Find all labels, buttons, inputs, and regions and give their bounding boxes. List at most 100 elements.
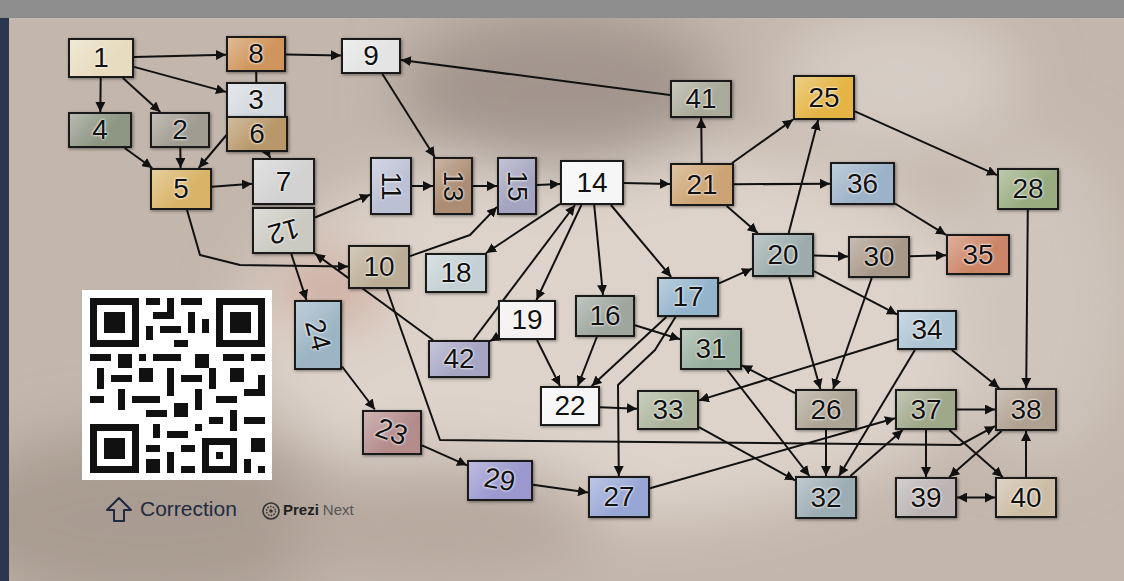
slide-number: 33 [652, 396, 683, 424]
slide-number: 32 [810, 484, 841, 512]
connector-arrow [125, 148, 153, 168]
slide-number: 1 [93, 44, 109, 72]
connector-arrow [833, 278, 872, 389]
slide-thumbnail: 23 [362, 410, 422, 455]
slide-number: 11 [377, 171, 405, 200]
connector-arrow [291, 254, 306, 300]
slide-number: 38 [1010, 396, 1041, 424]
slide-thumbnail: 21 [670, 163, 734, 206]
slide-number: 35 [962, 241, 993, 269]
slide-thumbnail: 17 [657, 277, 719, 317]
connector-arrow [734, 183, 830, 186]
qr-code [82, 290, 272, 480]
slide-thumbnail: 25 [793, 75, 855, 120]
connector-arrow [925, 430, 927, 477]
slide-thumbnail: 10 [348, 245, 410, 289]
connector-arrow [850, 430, 902, 476]
slide-number: 42 [443, 345, 474, 373]
slide-number: 10 [363, 253, 394, 281]
slide-thumbnail: 41 [670, 80, 732, 118]
slide-thumbnail: 13 [433, 157, 473, 215]
connector-arrow [700, 118, 703, 163]
connector-arrow [719, 269, 752, 284]
slide-number: 27 [603, 483, 634, 511]
connector-arrow [473, 205, 575, 340]
slide-number: 19 [511, 306, 542, 334]
slide-thumbnail: 39 [895, 477, 957, 518]
connector-arrow [957, 497, 995, 499]
slide-thumbnail: 35 [946, 234, 1010, 275]
slide-thumbnail: 8 [226, 36, 286, 72]
slide-number: 37 [910, 396, 941, 424]
connector-arrow [315, 195, 370, 218]
slide-number: 30 [863, 243, 894, 271]
connector-arrow [949, 430, 1002, 477]
prezi-logo-icon [262, 502, 280, 520]
slide-number: 16 [589, 302, 620, 330]
slide-number: 21 [686, 171, 717, 199]
slide-number: 23 [373, 414, 412, 451]
slide-number: 12 [265, 213, 302, 248]
slide-number: 24 [300, 316, 335, 353]
connector-arrow [490, 337, 498, 342]
slide-number: 40 [1010, 484, 1041, 512]
connector-arrow [537, 205, 582, 300]
slide-thumbnail: 27 [588, 476, 650, 518]
slide-thumbnail: 36 [830, 162, 895, 205]
slide-thumbnail: 18 [425, 253, 487, 293]
slide-number: 26 [810, 396, 841, 424]
slide-thumbnail: 30 [848, 236, 910, 278]
connector-arrow [134, 55, 226, 57]
slide-number: 39 [910, 484, 941, 512]
slide-number: 6 [249, 120, 265, 148]
slide-number: 14 [576, 169, 607, 197]
slide-thumbnail: 33 [637, 390, 699, 430]
slide-thumbnail: 34 [897, 310, 957, 350]
connector-arrow [412, 185, 433, 187]
connector-arrow [952, 350, 999, 388]
slide-thumbnail: 4 [68, 112, 132, 148]
slide-number: 4 [92, 116, 108, 144]
slide-number: 15 [503, 170, 531, 201]
connector-arrow [123, 78, 160, 112]
connector-arrow [624, 182, 670, 185]
slide-thumbnail: 12 [252, 207, 315, 254]
caption-label: Correction [140, 497, 237, 520]
connector-arrow [1025, 431, 1027, 477]
up-arrow-icon [104, 496, 134, 524]
slide-thumbnail: 24 [294, 300, 342, 370]
slide-thumbnail: 7 [252, 158, 315, 205]
connector-arrow [537, 340, 560, 386]
slide-number: 29 [482, 464, 518, 497]
slide-thumbnail: 26 [795, 389, 857, 430]
slide-thumbnail: 3 [226, 82, 286, 118]
slide-thumbnail: 28 [997, 168, 1059, 210]
connector-arrow [732, 120, 793, 163]
slide-thumbnail: 11 [370, 157, 412, 215]
slide-thumbnail: 19 [498, 300, 556, 340]
connector-arrow [342, 367, 375, 410]
slide-number: 13 [439, 170, 467, 201]
logo-text: Prezi [283, 502, 319, 519]
connector-arrow [401, 60, 670, 95]
slide-number: 3 [248, 86, 264, 114]
slide-thumbnail: 16 [575, 295, 635, 337]
slide-thumbnail: 22 [540, 386, 600, 426]
logo-text: Next [323, 502, 354, 519]
connector-arrow [422, 445, 467, 465]
slide-thumbnail: 6 [226, 116, 288, 152]
connector-arrow [578, 337, 597, 386]
slide-number: 25 [808, 84, 839, 112]
slide-number: 7 [276, 168, 292, 196]
connector-arrow [99, 78, 101, 112]
slide-number: 22 [554, 392, 585, 420]
slide-thumbnail: 2 [150, 112, 210, 148]
slide-thumbnail: 20 [752, 233, 814, 277]
slide-number: 31 [695, 335, 726, 363]
connector-arrow [635, 325, 680, 339]
connector-arrow [212, 184, 252, 187]
slide-thumbnail: 1 [68, 38, 134, 78]
slide-thumbnail: 15 [497, 157, 537, 215]
slide-thumbnail: 29 [467, 460, 533, 501]
